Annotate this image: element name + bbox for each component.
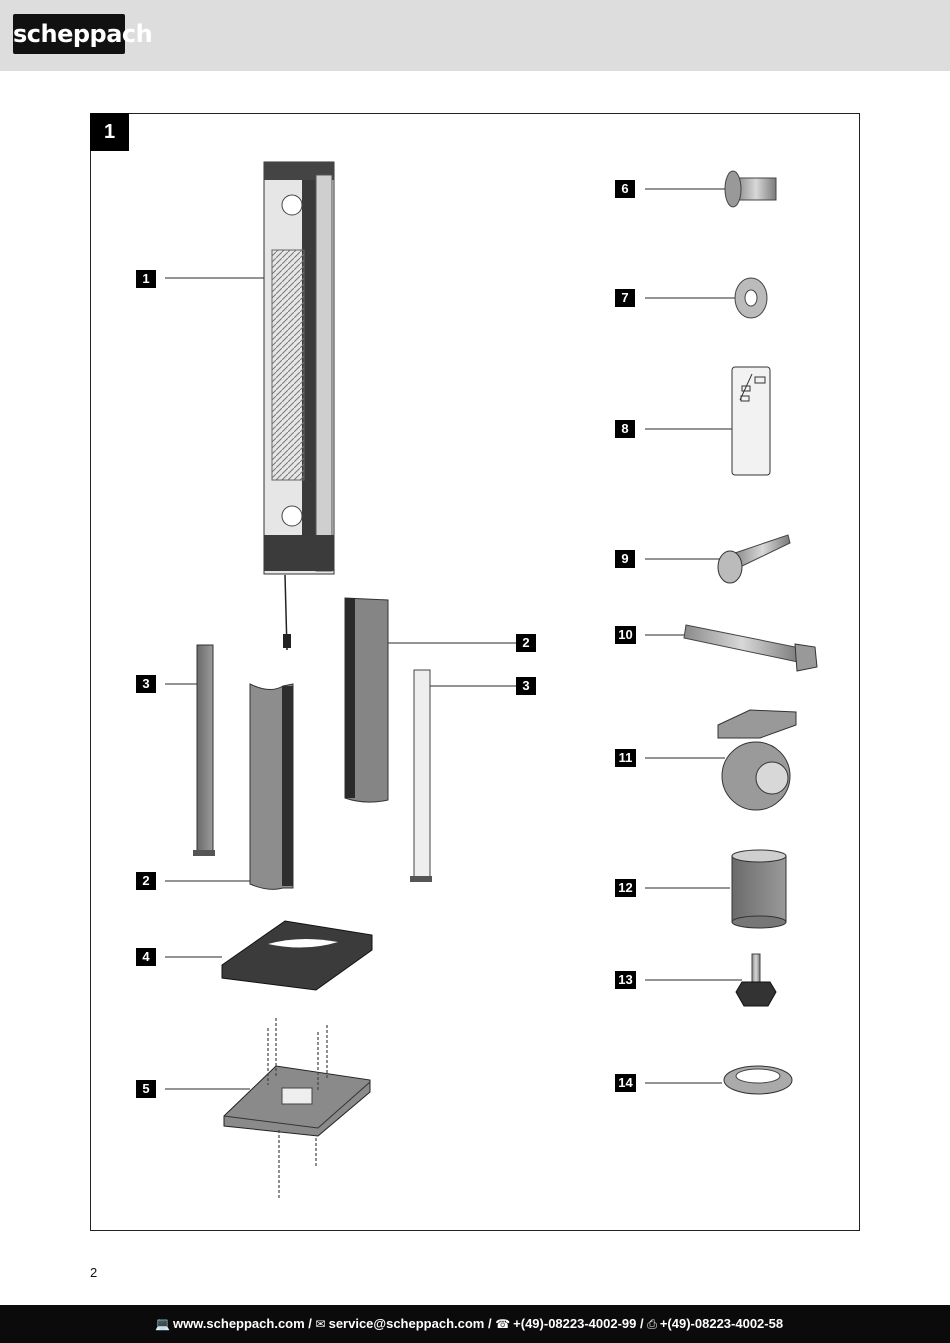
part-label-8: 8 bbox=[615, 420, 635, 438]
part-label-3-left: 3 bbox=[136, 675, 156, 693]
footer-website[interactable]: www.scheppach.com / bbox=[172, 1316, 312, 1331]
page-number: 2 bbox=[90, 1265, 98, 1280]
part-label-12: 12 bbox=[615, 879, 636, 897]
footer-bar: 💻www.scheppach.com / ✉service@scheppach.… bbox=[0, 1305, 950, 1343]
part-label-6: 6 bbox=[615, 180, 635, 198]
telephone-icon: ☎ bbox=[495, 1317, 511, 1331]
part-side-rail-left bbox=[193, 644, 215, 856]
part-sleeve bbox=[731, 849, 787, 929]
part-cover-left bbox=[249, 683, 294, 890]
envelope-icon: ✉ bbox=[315, 1317, 326, 1331]
part-rivet bbox=[724, 170, 777, 208]
figure-number-badge: 1 bbox=[90, 113, 129, 151]
part-label-1: 1 bbox=[136, 270, 156, 288]
header-bar: scheppach bbox=[0, 0, 950, 71]
part-caster-wheel bbox=[717, 709, 797, 811]
footer-email[interactable]: service@scheppach.com / bbox=[328, 1316, 492, 1331]
part-label-2-right: 2 bbox=[516, 634, 536, 652]
part-label-14: 14 bbox=[615, 1074, 636, 1092]
part-washer bbox=[734, 277, 768, 319]
part-base-cover bbox=[221, 920, 373, 991]
part-ring-nut bbox=[723, 1065, 793, 1095]
footer-phone: +(49)-08223-4002-99 / bbox=[513, 1316, 644, 1331]
part-label-3-right: 3 bbox=[516, 677, 536, 695]
figure-frame bbox=[90, 113, 860, 1231]
part-base-plate bbox=[223, 1018, 371, 1200]
part-heater-tower bbox=[263, 161, 335, 651]
footer-fax: +(49)-08223-4002-58 bbox=[659, 1316, 784, 1331]
part-bolt bbox=[683, 624, 818, 672]
part-leveling-foot bbox=[735, 953, 777, 1007]
part-label-5: 5 bbox=[136, 1080, 156, 1098]
part-label-9: 9 bbox=[615, 550, 635, 568]
part-remote-control bbox=[731, 366, 771, 476]
computer-icon: 💻 bbox=[155, 1317, 170, 1331]
part-cover-right bbox=[344, 597, 389, 803]
part-screw bbox=[717, 534, 791, 584]
part-side-rail-right bbox=[410, 669, 432, 882]
part-label-10: 10 bbox=[615, 626, 636, 644]
part-label-2-left: 2 bbox=[136, 872, 156, 890]
part-label-11: 11 bbox=[615, 749, 636, 767]
part-label-13: 13 bbox=[615, 971, 636, 989]
part-label-7: 7 bbox=[615, 289, 635, 307]
fax-icon: ⎙ bbox=[647, 1317, 657, 1331]
part-label-4: 4 bbox=[136, 948, 156, 966]
